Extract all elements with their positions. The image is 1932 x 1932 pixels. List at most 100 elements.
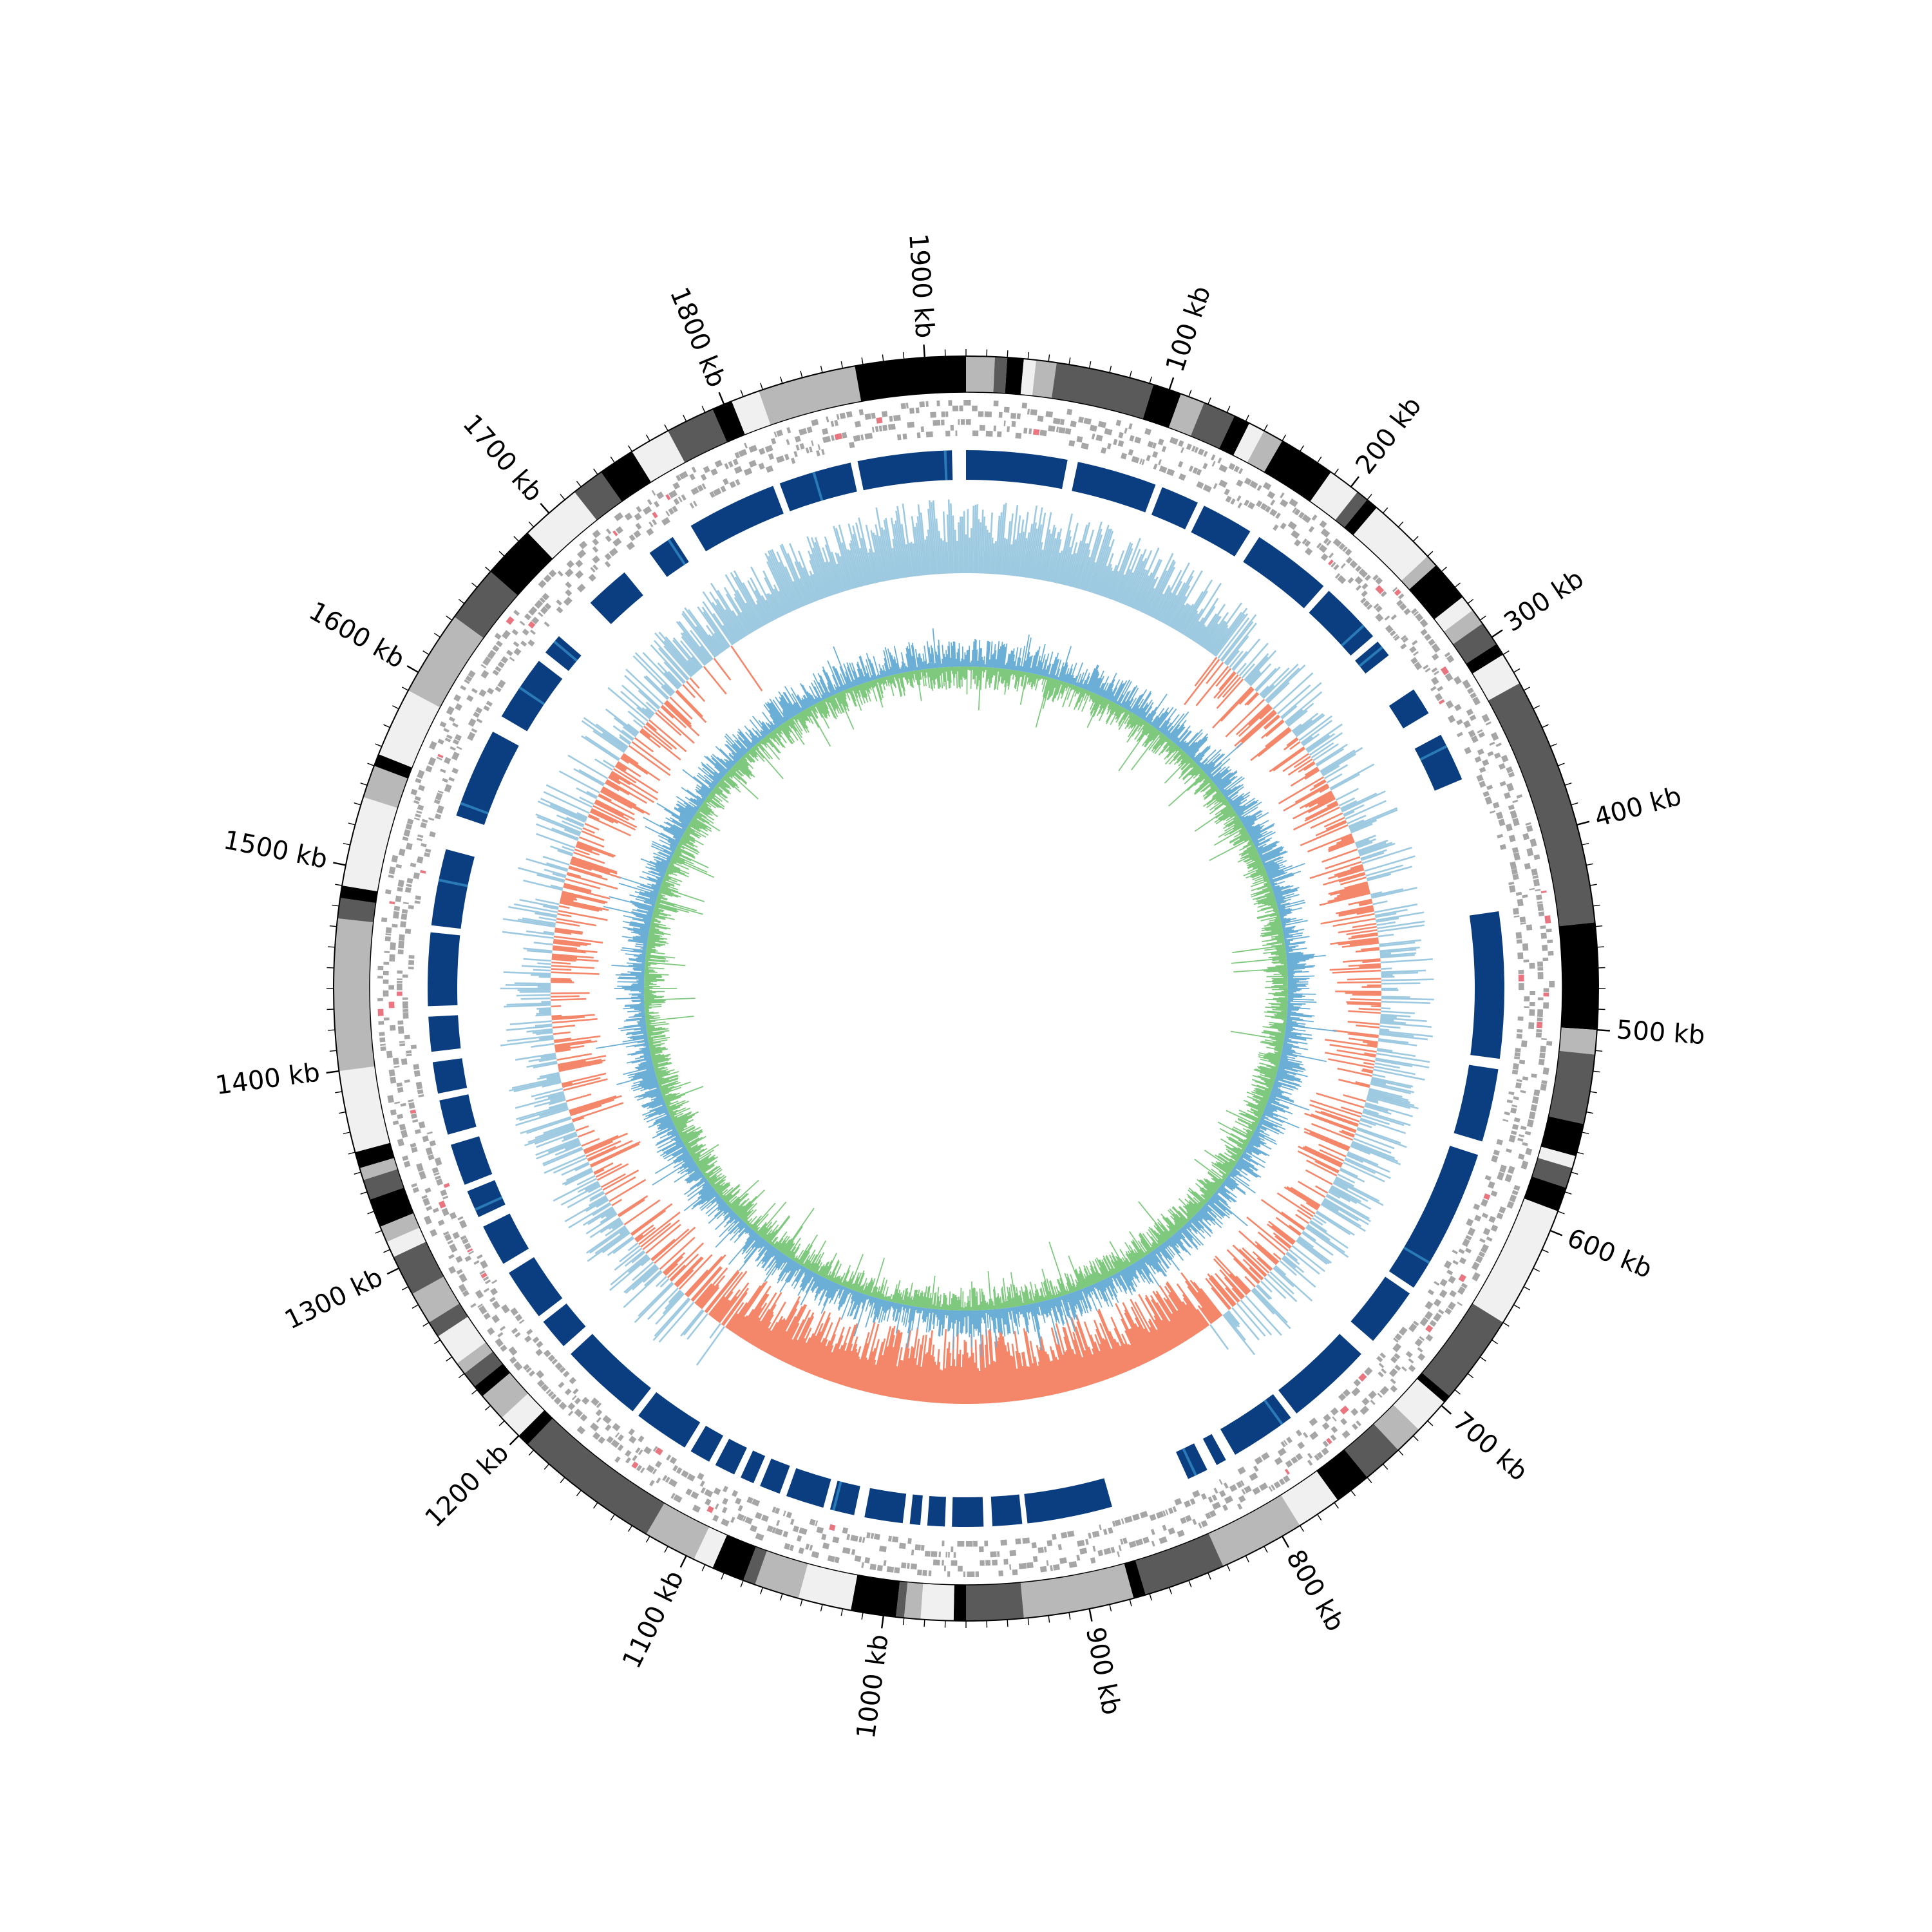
gene-forward (397, 887, 403, 892)
gene-reverse (544, 603, 552, 610)
gene-reverse (1522, 943, 1529, 951)
gene-forward (1016, 413, 1021, 419)
gene-reverse (1508, 882, 1515, 886)
gc-skew-outer (596, 628, 1337, 1357)
gene-reverse (448, 777, 455, 782)
minor-tick (1245, 415, 1249, 422)
minor-tick (1300, 1525, 1304, 1532)
contig-block (1524, 1176, 1566, 1211)
gene-forward (1211, 460, 1216, 467)
gene-forward (1118, 1545, 1122, 1551)
gene-forward (1209, 1510, 1217, 1518)
gene-reverse (444, 757, 451, 764)
gene-forward (384, 951, 390, 953)
gene-reverse (1256, 500, 1263, 507)
minor-tick (1397, 521, 1404, 527)
gene-forward (1030, 409, 1037, 416)
gene-reverse (1402, 637, 1409, 643)
gene-reverse (1408, 1323, 1417, 1332)
gene-forward (424, 1215, 432, 1225)
gene-reverse (424, 852, 431, 858)
contig-block (350, 1124, 390, 1153)
gene-forward (513, 609, 520, 616)
gene-reverse (1333, 564, 1340, 571)
gene-reverse (540, 606, 549, 614)
gene-reverse (1196, 469, 1202, 476)
gene-forward (1122, 1537, 1128, 1544)
gene-forward (809, 1544, 813, 1551)
gene-reverse (1430, 686, 1437, 692)
gene-reverse (1516, 1079, 1522, 1083)
contig-block (1280, 1471, 1338, 1526)
gene-forward (502, 630, 511, 639)
gene-reverse (1497, 833, 1504, 838)
gene-reverse (732, 1490, 739, 1497)
blast-hit-block (1350, 1276, 1410, 1341)
gene-forward (430, 1229, 438, 1237)
blast-hit-block (966, 450, 1068, 489)
gene-reverse (1495, 811, 1504, 820)
gene-forward (721, 1506, 728, 1513)
minor-tick (1382, 1463, 1388, 1470)
gene-reverse (404, 1079, 410, 1083)
gene-reverse (1192, 1490, 1200, 1498)
gene-reverse (1058, 426, 1066, 434)
gene-forward (397, 1138, 404, 1147)
gene-forward (1506, 766, 1513, 773)
gene-forward (1466, 687, 1474, 694)
gene-forward (395, 864, 402, 869)
gene-reverse (425, 1147, 433, 1155)
tick-label: 1400 kb (214, 1057, 322, 1101)
gene-forward (455, 1255, 463, 1264)
contig-block (359, 1158, 398, 1180)
gene-reverse (491, 1300, 500, 1309)
gene-reverse (1431, 676, 1439, 685)
gene-reverse (960, 419, 965, 425)
gene-forward (605, 528, 612, 535)
minor-tick (471, 1389, 478, 1395)
gene-forward (402, 1155, 409, 1161)
gene-forward (415, 813, 421, 818)
gc-content-track (500, 499, 1434, 1405)
gene-reverse (1515, 932, 1522, 939)
gene-forward (776, 430, 783, 437)
gene-forward (383, 971, 389, 976)
gene-forward (1531, 868, 1538, 876)
gene-forward (854, 421, 862, 428)
gene-reverse (1213, 483, 1218, 489)
gene-forward (426, 1206, 433, 1211)
gene-reverse (1320, 553, 1329, 562)
gene-forward (1252, 1486, 1261, 1495)
gene-forward (900, 402, 906, 410)
gene-forward (1541, 1037, 1547, 1041)
minor-tick (683, 415, 687, 422)
gene-forward (750, 1524, 758, 1533)
blast-hit-block (909, 1494, 923, 1525)
gene-forward (734, 451, 741, 459)
gene-reverse (1316, 542, 1322, 549)
gene-forward (406, 818, 414, 825)
tick-label: 100 kb (1160, 282, 1217, 375)
gene-reverse (1512, 1063, 1519, 1070)
gene-forward (499, 1325, 506, 1331)
gene-reverse (1208, 1496, 1213, 1503)
gene-forward (1321, 1447, 1329, 1455)
blast-hit-block (431, 849, 475, 929)
blast-hit-block (638, 1392, 701, 1448)
gene-forward (528, 1370, 535, 1377)
gene-forward (647, 498, 652, 506)
gene-forward (388, 866, 396, 875)
gene-forward (1466, 708, 1474, 716)
gene-reverse (511, 1327, 518, 1334)
minor-tick (820, 365, 823, 373)
gene-reverse (1482, 759, 1490, 766)
contig-block (732, 391, 771, 435)
minor-tick (375, 743, 383, 747)
gene-forward (1388, 1368, 1398, 1378)
minor-tick (1502, 1322, 1510, 1327)
gene-reverse (1482, 791, 1490, 797)
gene-forward (685, 1488, 692, 1496)
gene-reverse (795, 444, 800, 451)
gene-reverse (737, 1504, 743, 1511)
gene-forward (1233, 466, 1240, 473)
